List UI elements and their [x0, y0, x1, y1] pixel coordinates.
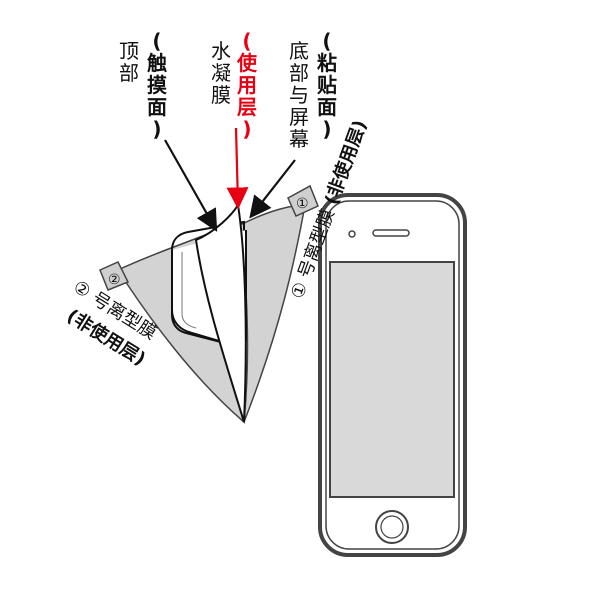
vertical-char: 摸 [147, 73, 167, 97]
vertical-char: 屏 [289, 105, 309, 129]
vertical-char: 触 [147, 51, 167, 75]
vertical-char: 粘 [317, 51, 337, 75]
vertical-char: 顶 [119, 39, 139, 63]
vertical-char: 与 [289, 83, 309, 107]
vertical-char: 面 [317, 95, 337, 119]
vertical-char: ( [242, 29, 252, 53]
vertical-char: 部 [289, 61, 309, 85]
hydrogel-film [171, 202, 247, 423]
release-film-2-tab [99, 261, 130, 291]
arrow-icon [164, 139, 218, 232]
vertical-char: 使 [237, 51, 257, 75]
tab-2-number: ② [108, 272, 121, 288]
vertical-char: 幕 [289, 127, 309, 151]
vertical-char: 面 [147, 95, 167, 119]
vertical-char: 贴 [317, 73, 337, 97]
release-film-1-tab [287, 184, 319, 217]
front-camera-icon [348, 230, 356, 238]
tab-1-number: ① [296, 196, 309, 212]
arrow-icon-red [226, 127, 249, 210]
use-layer-name: 水凝膜 [210, 40, 232, 106]
release-film-1 [239, 184, 319, 423]
use-layer-tag: (使用层) [236, 30, 258, 140]
vertical-char: 用 [237, 73, 257, 97]
vertical-char: 层 [237, 95, 257, 119]
vertical-char: 部 [119, 61, 139, 85]
vertical-char: ( [322, 29, 332, 53]
vertical-char: 底 [289, 39, 309, 63]
bottom-tag: (粘贴面) [316, 30, 338, 140]
earpiece-icon [372, 229, 410, 237]
vertical-char: 膜 [211, 83, 231, 107]
phone-screen [329, 261, 455, 498]
arrow-icon-bottom [249, 159, 296, 219]
vertical-char: 水 [211, 39, 231, 63]
top-layer-name: 顶部 [118, 40, 140, 84]
bottom-desc: 底部与屏幕 [288, 40, 310, 150]
vertical-char: 凝 [211, 61, 231, 85]
vertical-char: ) [322, 117, 332, 141]
vertical-char: ( [152, 29, 162, 53]
vertical-char: ) [242, 117, 252, 141]
top-layer-tag: (触摸面) [146, 30, 168, 140]
phone [318, 193, 467, 557]
vertical-char: ) [152, 117, 162, 141]
